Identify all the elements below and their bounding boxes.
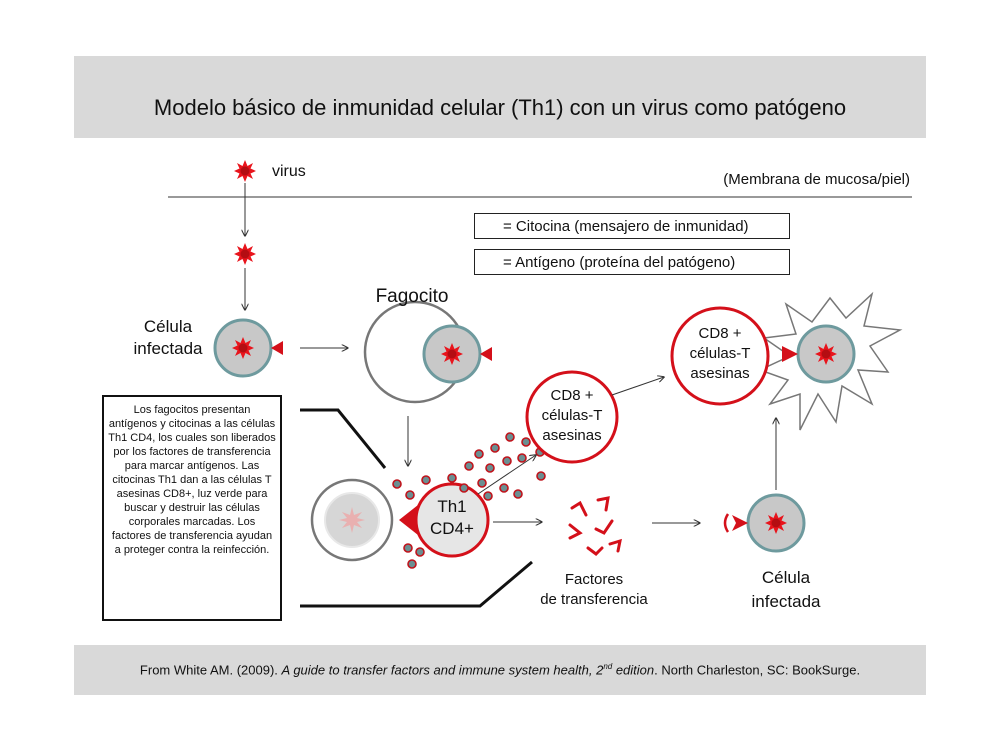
phagocyte-label: Fagocito [375, 286, 449, 307]
footer-band [74, 645, 926, 695]
arrow-th1-to-cd8 [477, 455, 536, 495]
presenting-phagocyte [310, 478, 418, 562]
arrow-cd8-up [611, 377, 664, 396]
bracket-bottom [300, 560, 533, 608]
phagocyte-cell [363, 300, 492, 404]
title-band [74, 56, 926, 138]
virus-icon-middle [234, 243, 256, 265]
bracket-top [300, 408, 387, 469]
legend-antigen: = Antígeno (proteína del patógeno) [474, 249, 790, 275]
virus-label: virus [272, 163, 306, 180]
infected-cell-bottom [723, 493, 806, 553]
infected-cell-target [782, 324, 856, 384]
cd8-cell-middle [525, 370, 619, 464]
transfer-factors-icon [568, 496, 622, 556]
citation-footer: From White AM. (2009). A guide to transf… [139, 662, 861, 678]
membrane-label: (Membrana de mucosa/piel) [723, 171, 910, 188]
explanation-note: Los fagocitos presentan antígenos y cito… [102, 395, 282, 621]
page-title: Modelo básico de inmunidad celular (Th1)… [153, 95, 847, 120]
virus-icon-top [234, 160, 256, 182]
legend-cytokine: = Citocina (mensajero de inmunidad) [474, 213, 790, 239]
infected-cell-top [213, 318, 283, 378]
cd8-cell-top [670, 306, 770, 406]
th1-cd4-cell [414, 482, 490, 558]
